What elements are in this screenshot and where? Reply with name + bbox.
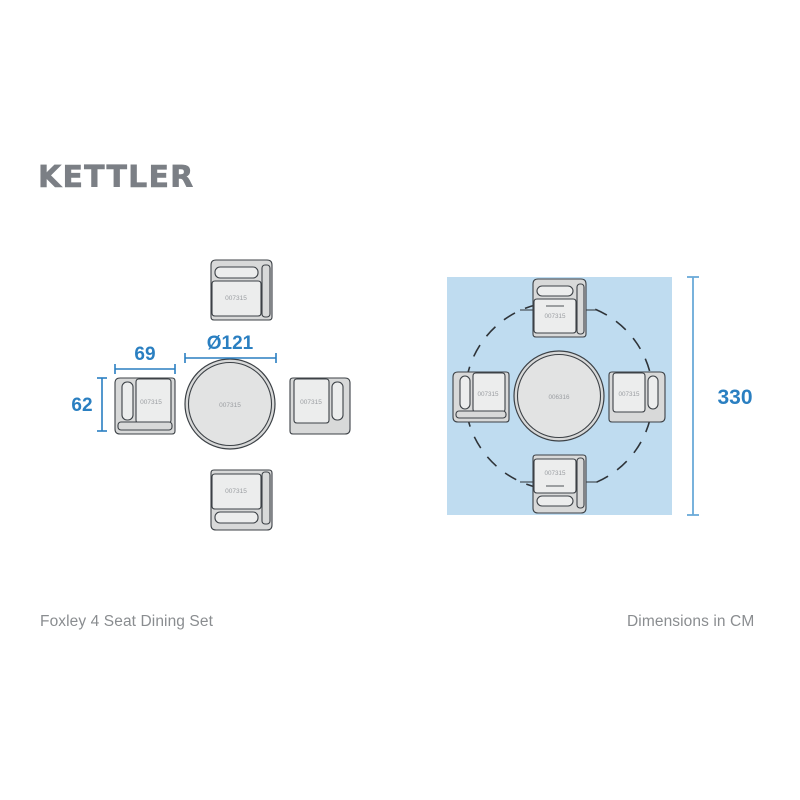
chair-top-right-code: 007315 [544,313,566,320]
table-left-code: 007315 [219,402,241,409]
dining-table-left: 007315 [184,358,276,450]
chair-bottom-right-code: 007315 [544,470,566,477]
table-right-code: 006316 [548,394,570,401]
chair-left-right-diagram: 007315 [452,371,510,423]
product-caption: Foxley 4 Seat Dining Set [40,613,213,630]
chair-bottom-code: 007315 [225,488,247,495]
dimension-chair-width-value: 69 [134,344,155,365]
units-caption: Dimensions in CM [627,613,755,630]
chair-left: 007315 [114,377,176,435]
chair-right-right-diagram: 007315 [608,371,666,423]
chair-bottom-right-diagram: 007315 [532,454,587,514]
kettler-logo: KETTLER [38,160,195,196]
right-clearance-diagram: 007315 007315 007315 007315 [447,276,753,516]
dimension-chair-depth-value: 62 [71,395,92,416]
chair-right: 007315 [289,377,351,435]
dining-table-right: 006316 [513,350,605,442]
chair-top-code: 007315 [225,295,247,302]
chair-left-right-code: 007315 [477,391,499,398]
dimension-overall-clearance-value: 330 [717,386,752,409]
chair-top: 007315 [210,259,273,321]
chair-top-right-diagram: 007315 [532,278,587,338]
dimension-chair-width: 69 [114,344,176,374]
chair-right-code: 007315 [300,399,322,406]
chair-left-code: 007315 [140,399,162,406]
dimension-table-diameter-value: Ø121 [207,333,254,354]
dimension-overall-clearance: 330 [687,276,753,516]
chair-bottom: 007315 [210,469,273,531]
chair-right-right-code: 007315 [618,391,640,398]
dimension-table-diameter: Ø121 [184,333,277,363]
left-footprint-diagram: 007315 007315 007315 007315 [71,259,351,531]
dimension-chair-depth: 62 [71,377,107,432]
